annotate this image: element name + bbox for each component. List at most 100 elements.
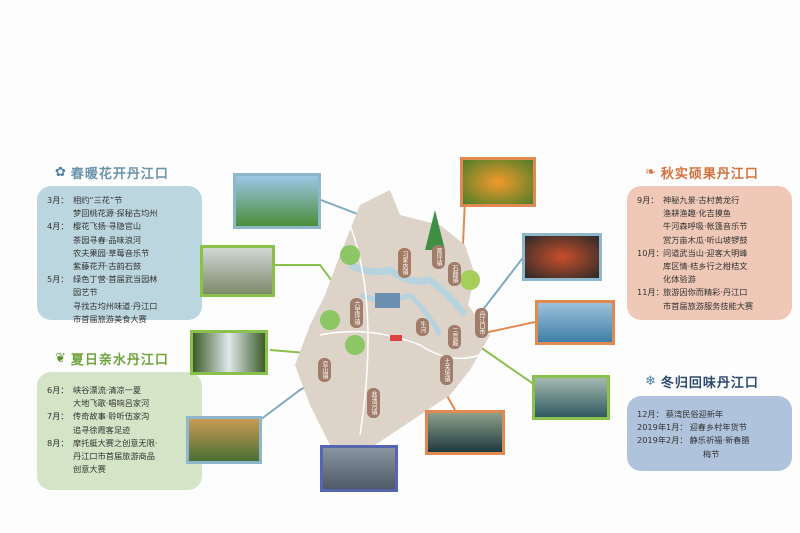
photo-food [522,233,602,281]
event-text: 梦回桃花源·探秘古均州 [73,208,158,219]
event-line: 寻找古均州味道·丹江口 [47,300,196,313]
event-line: 9月： 神秘九景·古村黄龙行 [637,194,786,207]
month-label [47,313,73,326]
month-label: 6月： [47,385,69,395]
event-line: 渔耕渔趣·化吉摸鱼 [637,207,786,220]
map-label: 官山镇 [318,358,331,382]
event-line: 市首届旅游服务技能大赛 [637,300,786,313]
event-line: 7月：传奇故事·聆听伍家沟 [47,410,196,423]
month-label: 9月： [637,195,659,205]
event-text: 市首届旅游美食大赛 [73,313,147,324]
event-line: 梦回桃花源·探秘古均州 [47,207,196,220]
month-label [47,260,73,273]
event-text: 渔耕渔趣·化吉摸鱼 [663,208,732,219]
photo-valley [186,416,262,464]
event-text: 茶园寻春·品味浪河 [73,234,142,245]
event-text: 创意大赛 [73,464,106,475]
event-line: 5月： 绿色丁营·首届武当园林 [47,273,196,286]
month-label: 11月： [637,287,664,298]
map-label: 牛河 [416,318,429,336]
autumn-title: ❧秋实硕果丹江口 [645,165,759,182]
event-text: 神秘九景·古村黄龙行 [663,195,740,205]
event-line: 6月： 峡谷漂流·清凉一夏 [47,384,196,397]
month-label: 12月： [637,409,664,419]
event-text: 追寻徐霞客足迹 [73,424,131,435]
month-label [637,300,663,313]
map-label: 土关垭镇 [440,355,453,385]
event-line: 3月：相约“三花”节 [47,194,196,207]
event-line: 11月：旅游因你而精彩·丹江口 [637,286,786,299]
leaf-icon: ❦ [55,351,67,366]
event-line: 库区情·桔乡行之柑桔文 [637,260,786,273]
month-label [637,273,663,286]
event-line: 园艺节 [47,286,196,299]
month-label: 4月： [47,221,69,232]
event-text: 梅节 [703,448,720,459]
month-label: 2019年2月： [637,435,688,446]
month-label [637,220,663,233]
map-label: 丹江口市 [475,308,488,338]
event-text: 相约“三花”节 [73,195,123,205]
map-label: 三官殿 [448,325,461,349]
event-text: 农夫果园·草莓音乐节 [73,247,150,258]
month-label [47,463,73,476]
event-line: 丹江口市首届旅游商品 [47,450,196,463]
event-line: 4月： 樱花飞扬·寻隐官山 [47,220,196,233]
month-label [47,397,73,410]
snowflake-icon: ❄ [645,374,657,389]
month-label [47,300,73,313]
event-text: 丹江口市首届旅游商品 [73,451,155,462]
event-text: 牛河森呼吸·帐篷音乐节 [663,221,748,232]
event-text: 寻找古均州味道·丹江口 [73,300,158,311]
event-line: 紫藤花开·古韵石鼓 [47,260,196,273]
photo-rock [200,245,275,297]
event-text: 樱花飞扬·寻隐官山 [73,221,142,232]
event-line: 市首届旅游美食大赛 [47,313,196,326]
map-label: 盐池河镇 [367,388,380,418]
photo-motorboat [532,375,610,420]
event-line: 8月： 摩托艇大赛之创意无限· [47,437,196,450]
map-label: 习家店镇 [398,248,411,278]
photo-lake [425,410,505,455]
month-label [47,424,73,437]
event-line: 赏万亩木瓜·听山坡锣鼓 [637,234,786,247]
event-line: 追寻徐霞客足迹 [47,424,196,437]
event-line: 茶园寻春·品味浪河 [47,234,196,247]
event-text: 绿色丁营·首届武当园林 [73,274,158,285]
month-label: 7月： [47,411,69,422]
spring-panel: 3月：相约“三花”节梦回桃花源·探秘古均州 4月： 樱花飞扬·寻隐官山茶园寻春·品味… [37,186,202,324]
map-label: 石鼓镇 [448,262,461,286]
flower-icon: ✿ [55,165,67,180]
event-text: 迎春乡村年货节 [689,422,747,433]
month-label [47,247,73,260]
event-line: 梅节 [637,448,786,461]
month-label [637,234,663,247]
event-text: 市首届旅游服务技能大赛 [663,300,754,311]
event-text: 峡谷漂流·清凉一夏 [73,385,142,395]
event-text: 静乐祈福·新春腊 [689,435,750,446]
month-label [637,448,703,461]
fruit-icon: ❧ [645,165,657,180]
photo-bridge [535,300,615,345]
month-label: 10月： [637,247,664,258]
event-text: 蔡湾民俗迎新年 [665,409,724,419]
event-text: 园艺节 [73,287,98,298]
event-text: 旅游因你而精彩·丹江口 [663,287,748,298]
event-text: 库区情·桔乡行之柑桔文 [663,261,748,272]
month-label: 8月： [47,437,69,448]
month-label [47,286,73,299]
month-label [47,450,73,463]
spring-title: ✿春暖花开丹江口 [55,165,169,182]
event-text: 摩托艇大赛之创意无限· [73,437,158,448]
month-label: 5月： [47,274,69,285]
map-label: 蒿坪镇 [432,245,445,269]
event-line: 农夫果园·草莓音乐节 [47,247,196,260]
event-line: 创意大赛 [47,463,196,476]
event-text: 问道武当山·迎客大明峰 [663,247,748,258]
month-label [637,260,663,273]
event-text: 化体验游 [663,274,696,285]
event-text: 紫藤花开·古韵石鼓 [73,261,142,272]
event-line: 大地飞歌·唱响吕家河 [47,397,196,410]
